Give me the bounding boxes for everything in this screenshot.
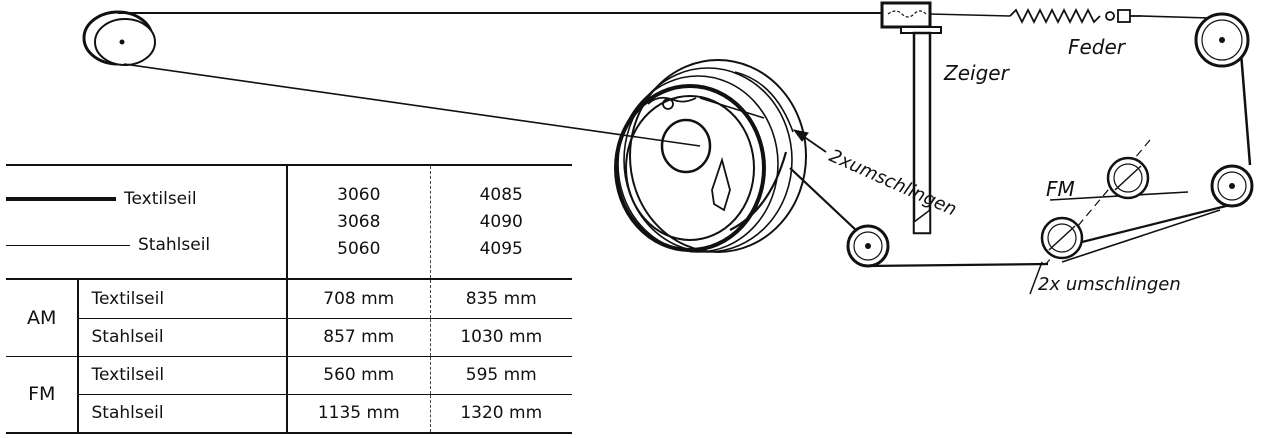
header-col1-model: 3060 (337, 184, 381, 205)
legend-textile: Textilseil (6, 184, 286, 214)
wrap-pulley-label: 2x umschlingen (1038, 274, 1181, 295)
row-value-col1: 1135 mm (286, 393, 430, 434)
steel-swatch (6, 244, 130, 246)
table-header-row: Textilseil Stahlseil 3060 3068 5060 4085… (6, 163, 572, 280)
header-col1-model: 3068 (337, 211, 381, 232)
table-row: FM Textilseil 560 mm 595 mm (6, 355, 572, 434)
row-value-col2: 835 mm (429, 278, 572, 319)
right-upper-pulley (1194, 12, 1250, 68)
header-col2-model: 4090 (479, 211, 523, 232)
tuning-drum (614, 59, 807, 253)
row-value-col2: 1320 mm (429, 393, 572, 434)
pointer-label: Zeiger (943, 61, 1011, 85)
fm-pulley-lower (1040, 216, 1084, 260)
row-value-col1: 857 mm (286, 317, 430, 357)
bottom-left-pulley (846, 224, 890, 268)
pointer-carriage (880, 1, 942, 235)
wrap-arrow (792, 129, 827, 153)
row-value-col1: 708 mm (286, 278, 430, 319)
row-type: Stahlseil (77, 393, 288, 434)
right-lower-pulley (1210, 164, 1254, 208)
row-value-col2: 595 mm (429, 355, 572, 395)
header-col2: 4085 4090 4095 (429, 163, 572, 280)
table-row: AM Textilseil 708 mm 835 mm (6, 278, 572, 357)
legend-steel: Stahlseil (6, 230, 286, 260)
fm-pulley-upper (1106, 156, 1150, 200)
header-col1-model: 5060 (337, 238, 381, 259)
table-row: Stahlseil 1135 mm 1320 mm (6, 393, 572, 434)
fm-label: FM (1046, 177, 1075, 201)
dial-cord (118, 12, 1252, 268)
wrap-drum-label: 2xumschlingen (826, 145, 960, 220)
legend-textile-label: Textilseil (124, 189, 197, 210)
legend-steel-label: Stahlseil (138, 235, 211, 256)
spring (1009, 7, 1142, 25)
row-type: Textilseil (77, 278, 288, 319)
row-type: Textilseil (77, 355, 288, 395)
header-col2-model: 4085 (479, 184, 523, 205)
mode-fm: FM (6, 355, 79, 434)
spring-label: Feder (1068, 35, 1127, 59)
row-value-col1: 560 mm (286, 355, 430, 395)
textile-swatch (6, 197, 116, 202)
cord-length-table: Textilseil Stahlseil 3060 3068 5060 4085… (6, 163, 572, 434)
legend-cell: Textilseil Stahlseil (6, 163, 288, 280)
row-type: Stahlseil (77, 317, 288, 357)
left-pulley (82, 10, 156, 66)
header-col1: 3060 3068 5060 (286, 163, 430, 280)
table-row: Stahlseil 857 mm 1030 mm (6, 317, 572, 357)
mode-am: AM (6, 278, 79, 357)
row-value-col2: 1030 mm (429, 317, 572, 357)
header-col2-model: 4095 (479, 238, 523, 259)
